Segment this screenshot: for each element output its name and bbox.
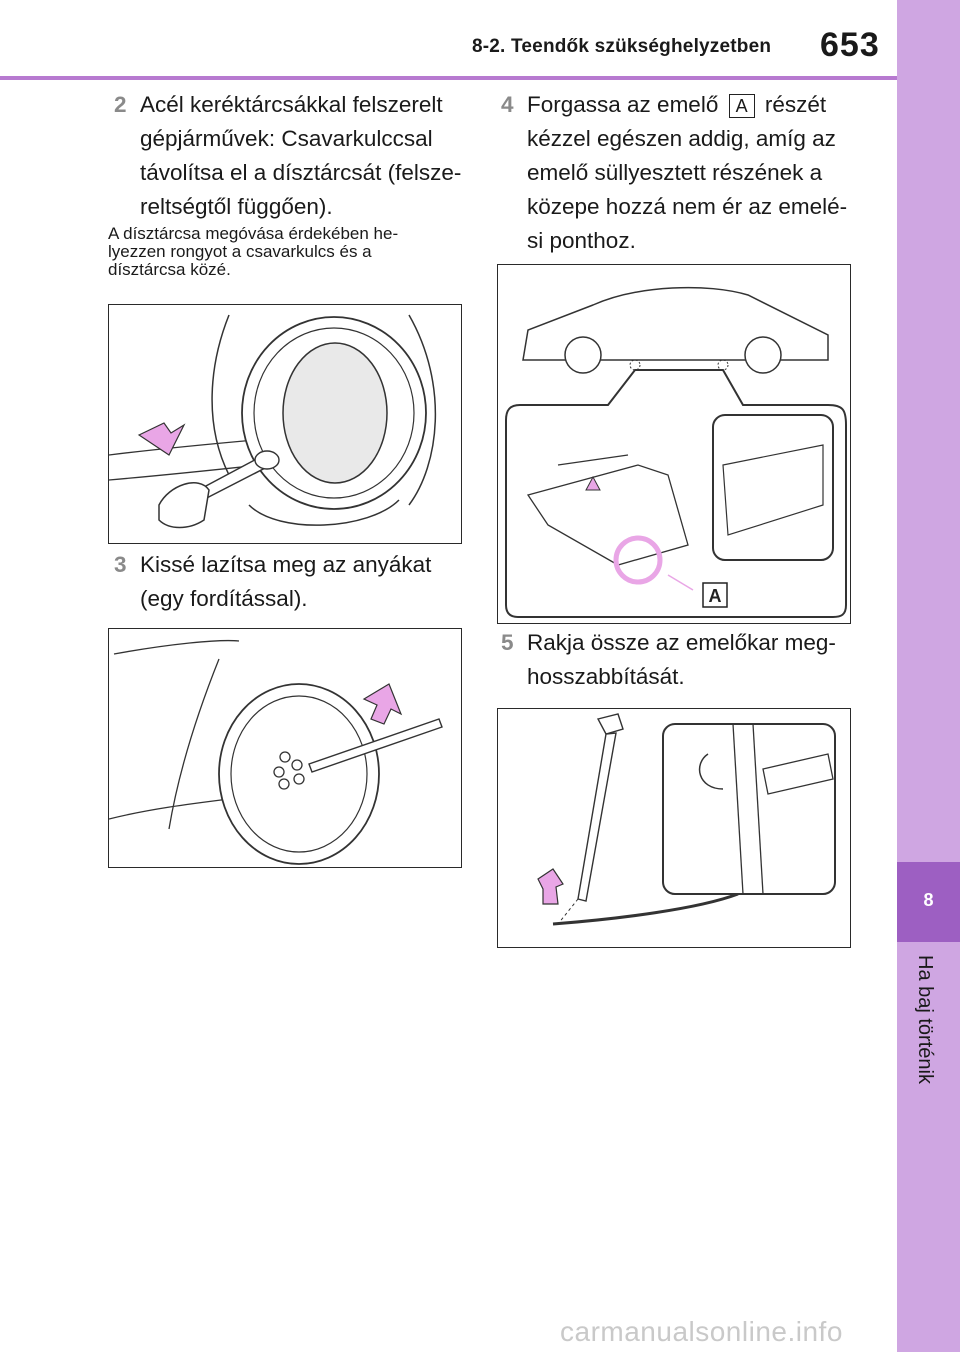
step-3: 3 Kissé lazítsa meg az anyákat (egy ford… [114, 548, 432, 616]
step-line: gépjárművek: Csavarkulccsal [140, 126, 433, 151]
chapter-title: Ha baj történik [914, 955, 936, 1084]
step-4: 4 Forgassa az emelő A részét kézzel egés… [501, 88, 848, 258]
figure-hubcap-removal [108, 304, 462, 544]
step-line-1: Forgassa az emelő A részét [527, 88, 847, 122]
step-line: emelő süllyesztett részének a [527, 160, 823, 185]
step-text: részét [764, 92, 827, 117]
figure-jack-position: A [497, 264, 851, 624]
note-line: dísztárcsa közé. [108, 260, 231, 279]
figure-loosen-nuts [108, 628, 462, 868]
step-number: 2 [114, 92, 127, 117]
watermark: carmanualsonline.info [560, 1316, 843, 1347]
step-line: kézzel egészen addig, amíg az [527, 126, 836, 151]
section-title: 8-2. Teendők szükséghelyzetben [472, 36, 772, 57]
chapter-number-tab [897, 862, 960, 942]
step-line: si ponthoz. [527, 228, 636, 253]
step-line: Kissé lazítsa meg az anyákat [140, 552, 432, 577]
note-line: A dísztárcsa megóvása érdekében he- [108, 224, 399, 243]
step-line: Acél keréktárcsákkal felszerelt [140, 92, 443, 117]
step-5: 5 Rakja össze az emelőkar meg- hosszabbí… [501, 626, 836, 694]
step-number: 5 [501, 630, 514, 655]
step-line: közepe hozzá nem ér az emelé- [527, 194, 848, 219]
note: A dísztárcsa megóvása érdekében he- lyez… [108, 225, 398, 279]
chapter-side-tab [897, 0, 960, 1352]
step-number: 3 [114, 552, 127, 577]
step-line: (egy fordítással). [140, 586, 308, 611]
header-rule [0, 76, 897, 80]
callout-a: A [709, 586, 722, 606]
step-number: 4 [501, 92, 514, 117]
step-line: hosszabbítását. [527, 664, 685, 689]
label-a-box: A [728, 94, 755, 118]
step-2: 2 Acél keréktárcsákkal felszerelt gépjár… [114, 88, 462, 224]
step-line: távolítsa el a dísztárcsát (felsze- [140, 160, 462, 185]
step-line: Rakja össze az emelőkar meg- [527, 630, 836, 655]
step-text: Forgassa az emelő [527, 92, 719, 117]
chapter-number: 8 [923, 890, 934, 910]
figure-assemble-handle [497, 708, 851, 948]
page-number: 653 [820, 26, 880, 64]
step-line: reltségtől függően). [140, 194, 333, 219]
note-line: lyezzen rongyot a csavarkulcs és a [108, 242, 372, 261]
